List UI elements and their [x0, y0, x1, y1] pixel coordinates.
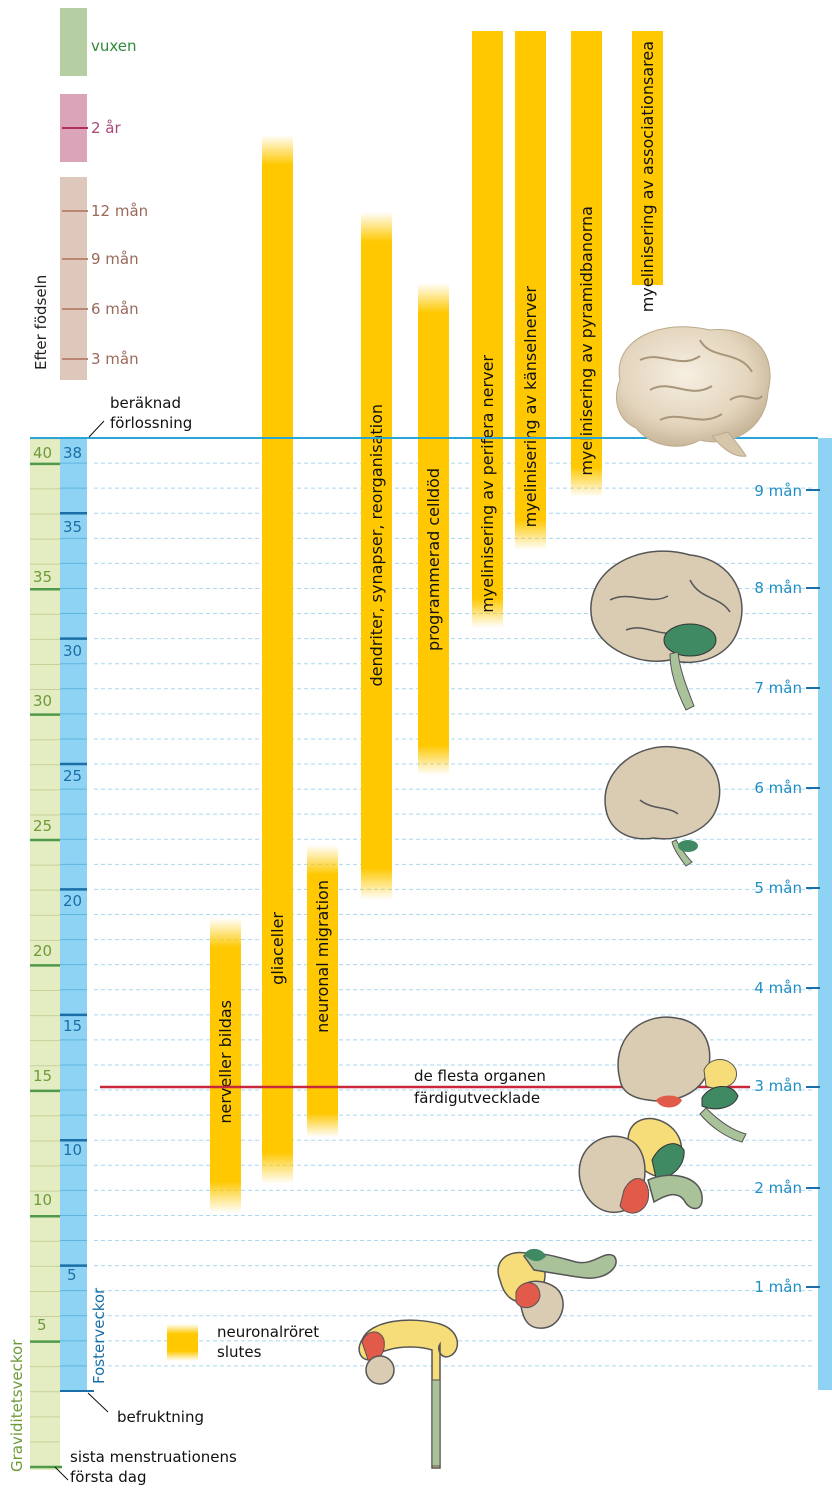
fetal-10: 10 — [63, 1141, 82, 1159]
fetal-35: 35 — [63, 518, 82, 536]
label-apoptosis: programmerad celldöd — [424, 468, 443, 651]
after-birth-axis-label: Efter födseln — [32, 275, 50, 370]
label-migration: neuronal migration — [313, 880, 332, 1033]
gestation-25: 25 — [33, 817, 52, 835]
label-glia: gliaceller — [268, 912, 287, 985]
due-date-pointer — [89, 421, 104, 437]
month-7: 7 mån — [754, 679, 802, 697]
month-3: 3 mån — [754, 1077, 802, 1095]
bar-dendrites-top — [361, 212, 392, 242]
brain-adult-illustration — [617, 327, 771, 457]
month-1: 1 mån — [754, 1278, 802, 1296]
month-5: 5 mån — [754, 879, 802, 897]
legend-label-2: slutes — [217, 1343, 262, 1361]
two-year-label: 2 år — [91, 119, 122, 137]
adult-block — [60, 8, 87, 76]
fetal-38: 38 — [63, 444, 82, 462]
bar-dendrites-bottom — [361, 868, 392, 900]
adult-label: vuxen — [91, 37, 137, 55]
bar-apoptosis-top — [418, 283, 449, 313]
due-date-label-2: förlossning — [110, 414, 192, 432]
fetal-axis-label: Fosterveckor — [90, 1287, 108, 1384]
due-date-label-1: beräknad — [110, 394, 181, 412]
gestation-35: 35 — [33, 568, 52, 586]
legend-label-1: neuronalröret — [217, 1323, 319, 1341]
label-myelin-sensory: myelinisering av känselnerver — [521, 286, 540, 528]
fertilization-pointer — [88, 1393, 108, 1412]
month-labels: 9 mån 8 mån 7 mån 6 mån 5 mån 4 mån 3 må… — [754, 482, 802, 1296]
bar-migration-bottom — [307, 1113, 338, 1137]
month-axis-ticks — [806, 490, 820, 1287]
month-6: 6 mån — [754, 779, 802, 797]
fetal-5: 5 — [67, 1266, 77, 1284]
bar-glia-bottom — [262, 1152, 293, 1184]
bar-glia — [262, 164, 293, 1153]
brain-1-month-illustration — [498, 1249, 616, 1328]
bar-apoptosis-bottom — [418, 745, 449, 775]
fetal-15: 15 — [63, 1017, 82, 1035]
brain-8-month-illustration — [591, 551, 742, 710]
bar-nerveller-top — [210, 918, 241, 948]
month-8: 8 mån — [754, 579, 802, 597]
month-9: 9 mån — [754, 482, 802, 500]
fetal-25: 25 — [63, 767, 82, 785]
month-2: 2 mån — [754, 1179, 802, 1197]
months-block — [60, 177, 87, 380]
fetal-30: 30 — [63, 642, 82, 660]
gestation-20: 20 — [33, 942, 52, 960]
label-nerveller: nerveller bildas — [216, 1000, 235, 1124]
gestation-40: 40 — [33, 444, 52, 462]
month-axis — [818, 438, 832, 1390]
bar-glia-top — [262, 135, 293, 165]
gestation-15: 15 — [33, 1067, 52, 1085]
gestation-axis-label: Graviditetsveckor — [8, 1339, 26, 1472]
label-dendrites: dendriter, synapser, reorganisation — [367, 404, 386, 687]
label-myelin-peripheral: myelinisering av perifera nerver — [478, 355, 497, 613]
neural-tube-illustration — [359, 1320, 457, 1468]
month-6-label: 6 mån — [91, 300, 139, 318]
legend-swatch — [167, 1334, 198, 1351]
label-myelin-association: myelinisering av associationsarea — [638, 41, 657, 312]
organs-label-2: färdigutvecklade — [414, 1089, 540, 1107]
lmp-label-2: första dag — [70, 1468, 147, 1486]
month-4: 4 mån — [754, 979, 802, 997]
month-12-label: 12 mån — [91, 202, 148, 220]
organs-label-1: de flesta organen — [414, 1067, 546, 1085]
month-9-label: 9 mån — [91, 250, 139, 268]
legend-swatch-top — [167, 1324, 198, 1334]
gestation-10: 10 — [33, 1191, 52, 1209]
fertilization-label: befruktning — [117, 1408, 204, 1426]
legend-swatch-bottom — [167, 1351, 198, 1361]
brain-2-month-illustration — [579, 1119, 702, 1214]
lmp-pointer — [55, 1467, 68, 1480]
fetal-20: 20 — [63, 892, 82, 910]
label-myelin-pyramidal: myelinisering av pyramidbanorna — [577, 206, 596, 476]
gestation-30: 30 — [33, 692, 52, 710]
brain-6-month-illustration — [605, 747, 720, 866]
bar-migration-top — [307, 845, 338, 875]
month-3-label: 3 mån — [91, 350, 139, 368]
gestation-5: 5 — [37, 1316, 47, 1334]
lmp-label-1: sista menstruationens — [70, 1448, 237, 1466]
bar-nerveller-bottom — [210, 1181, 241, 1213]
